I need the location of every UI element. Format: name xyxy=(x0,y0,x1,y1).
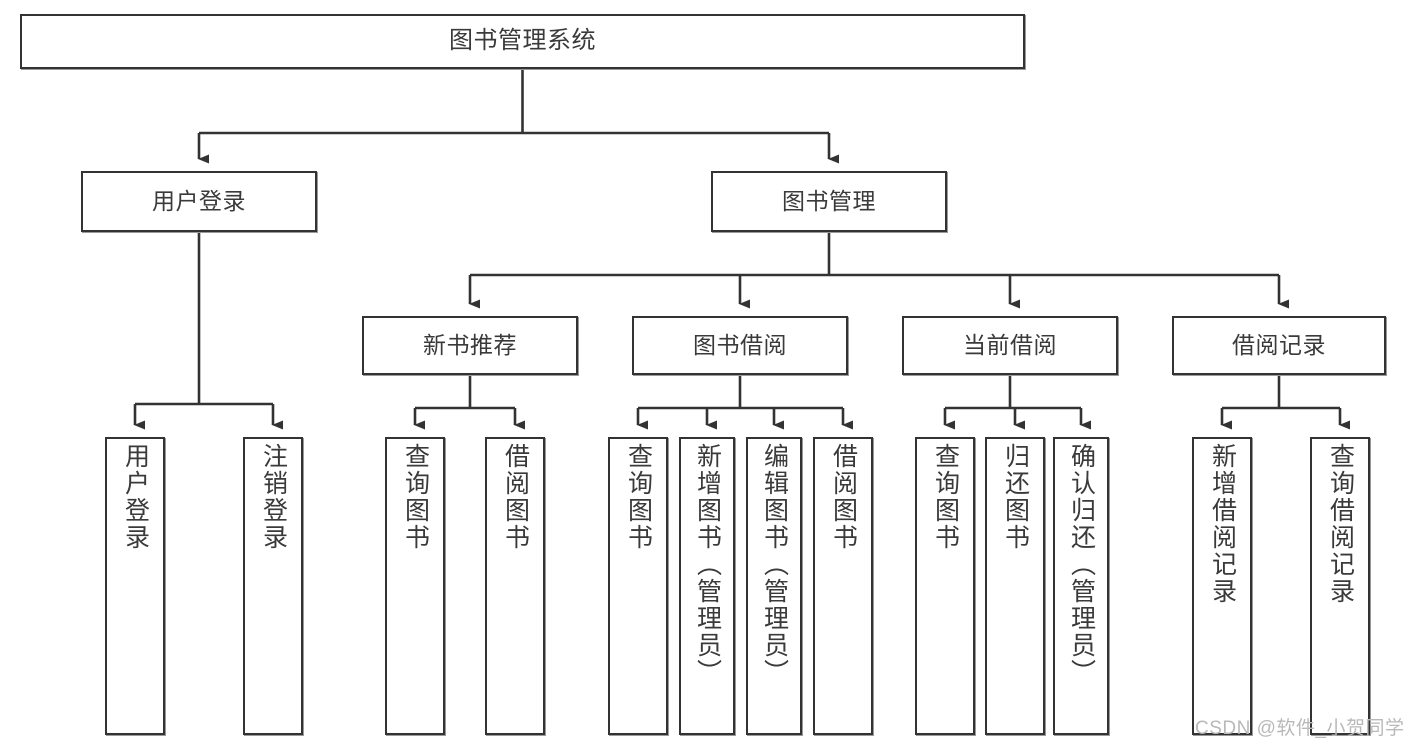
node-label: 新书推荐 xyxy=(423,331,517,358)
node-label: 图书管理系统 xyxy=(449,27,596,55)
node-label: 借阅图书 xyxy=(829,443,858,551)
node-leaf-borrow-query: 查询图书 xyxy=(608,437,668,735)
node-l3-book-borrow: 图书借阅 xyxy=(632,316,848,375)
node-label: 用户登录 xyxy=(152,187,246,214)
node-label: 新增图书（管理员） xyxy=(693,443,722,686)
node-leaf-rec-query: 查询图书 xyxy=(385,437,445,735)
node-l3-new-book-rec: 新书推荐 xyxy=(362,316,578,375)
node-label: 用户登录 xyxy=(121,443,150,551)
node-label: 编辑图书（管理员） xyxy=(760,443,789,686)
node-leaf-cur-return: 归还图书 xyxy=(985,437,1045,735)
node-leaf-rec-add: 新增借阅记录 xyxy=(1192,437,1252,735)
csdn-watermark: CSDN @软件_小贺同学 xyxy=(1195,718,1405,739)
node-label: 归还图书 xyxy=(1001,443,1030,551)
node-l2-book-manage: 图书管理 xyxy=(711,171,947,232)
node-label: 查询图书 xyxy=(401,443,430,551)
node-leaf-borrow-add: 新增图书（管理员） xyxy=(679,437,735,735)
node-l2-user-login: 用户登录 xyxy=(81,171,317,232)
node-label: 借阅记录 xyxy=(1232,331,1326,358)
node-label: 查询图书 xyxy=(931,443,960,551)
node-label: 查询借阅记录 xyxy=(1326,443,1355,605)
node-label: 当前借阅 xyxy=(963,331,1057,358)
node-label: 确认归还（管理员） xyxy=(1067,443,1096,686)
node-leaf-rec-query2: 查询借阅记录 xyxy=(1310,437,1370,735)
node-leaf-rec-borrow: 借阅图书 xyxy=(485,437,545,735)
node-l3-current-borrow: 当前借阅 xyxy=(902,316,1118,375)
node-leaf-borrow-lend: 借阅图书 xyxy=(813,437,873,735)
node-label: 图书借阅 xyxy=(693,331,787,358)
node-label: 图书管理 xyxy=(782,187,876,214)
node-leaf-user-login: 用户登录 xyxy=(105,437,165,735)
node-label: 注销登录 xyxy=(259,443,288,551)
node-leaf-cur-query: 查询图书 xyxy=(915,437,975,735)
node-label: 新增借阅记录 xyxy=(1208,443,1237,605)
node-leaf-user-logout: 注销登录 xyxy=(243,437,303,735)
node-leaf-borrow-edit: 编辑图书（管理员） xyxy=(746,437,802,735)
node-l3-borrow-record: 借阅记录 xyxy=(1172,316,1386,375)
node-label: 查询图书 xyxy=(624,443,653,551)
node-leaf-cur-confirm: 确认归还（管理员） xyxy=(1053,437,1109,735)
node-root: 图书管理系统 xyxy=(20,14,1025,69)
node-label: 借阅图书 xyxy=(501,443,530,551)
